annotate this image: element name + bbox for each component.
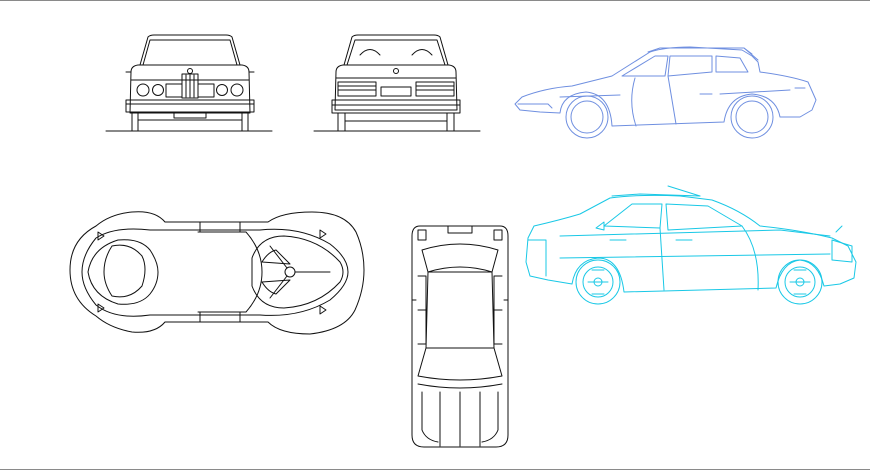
- sedan-top-plan-view: [411, 225, 509, 448]
- front-elevation-view: [105, 34, 273, 132]
- beetle-top-plan-view: [69, 211, 365, 335]
- sedan-side-elevation-view: [525, 185, 857, 305]
- coupe-side-elevation-view: [514, 46, 817, 139]
- rear-elevation-view: [313, 34, 481, 132]
